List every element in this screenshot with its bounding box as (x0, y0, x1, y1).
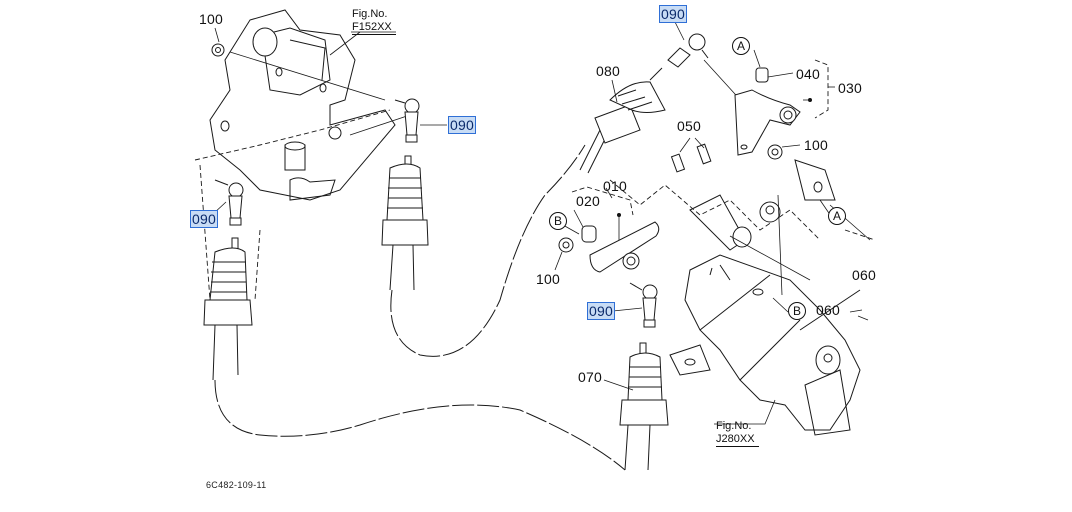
part-label-090-highlighted[interactable]: 090 (448, 116, 476, 134)
reference-marker-b: B (788, 302, 806, 320)
cable-lower-loop (214, 379, 626, 471)
cable-end-right-lower (619, 342, 669, 471)
cable-upper-loop (390, 144, 586, 357)
part-label-080: 080 (596, 63, 620, 79)
ball-joint-left-lower (214, 179, 244, 226)
part-label-090-highlighted[interactable]: 090 (659, 5, 687, 23)
part-label-050: 050 (677, 118, 701, 134)
part-label-100: 100 (199, 11, 223, 27)
reference-marker-a: A (732, 37, 750, 55)
figure-ref-caption: Fig.No. (716, 420, 752, 432)
label-leaders (212, 21, 836, 425)
pedal-frame-assembly (609, 159, 876, 436)
ball-joint-left-upper (394, 98, 420, 143)
part-label-100: 100 (804, 137, 828, 153)
figure-ref-right: Fig.No. J280XX (716, 420, 759, 447)
part-label-060: 060 (816, 302, 840, 318)
reference-marker-b: B (549, 212, 567, 230)
reference-marker-a: A (828, 207, 846, 225)
part-label-030: 030 (838, 80, 862, 96)
cable-end-left-lower (203, 237, 253, 381)
cable-end-left-upper (381, 155, 429, 291)
part-label-040: 040 (796, 66, 820, 82)
part-label-100: 100 (536, 271, 560, 287)
cable-end-right-upper (579, 67, 666, 174)
figure-ref-left: Fig.No. F152XX (352, 8, 396, 35)
part-label-010: 010 (603, 178, 627, 194)
figure-ref-number[interactable]: J280XX (716, 433, 759, 447)
ball-joint-right-lower (629, 282, 658, 328)
right-bracket-030 (734, 59, 829, 160)
part-label-020: 020 (576, 193, 600, 209)
figure-ref-caption: Fig.No. (352, 8, 388, 20)
lever-plate-010 (558, 186, 660, 273)
part-label-060: 060 (852, 267, 876, 283)
part-label-090-highlighted[interactable]: 090 (587, 302, 615, 320)
part-label-090-highlighted[interactable]: 090 (190, 210, 218, 228)
pins-050 (670, 137, 712, 173)
part-label-070: 070 (578, 369, 602, 385)
left-bracket-assembly (194, 9, 411, 311)
figure-ref-number[interactable]: F152XX (352, 21, 396, 35)
figure-code: 6C482-109-11 (206, 480, 267, 490)
